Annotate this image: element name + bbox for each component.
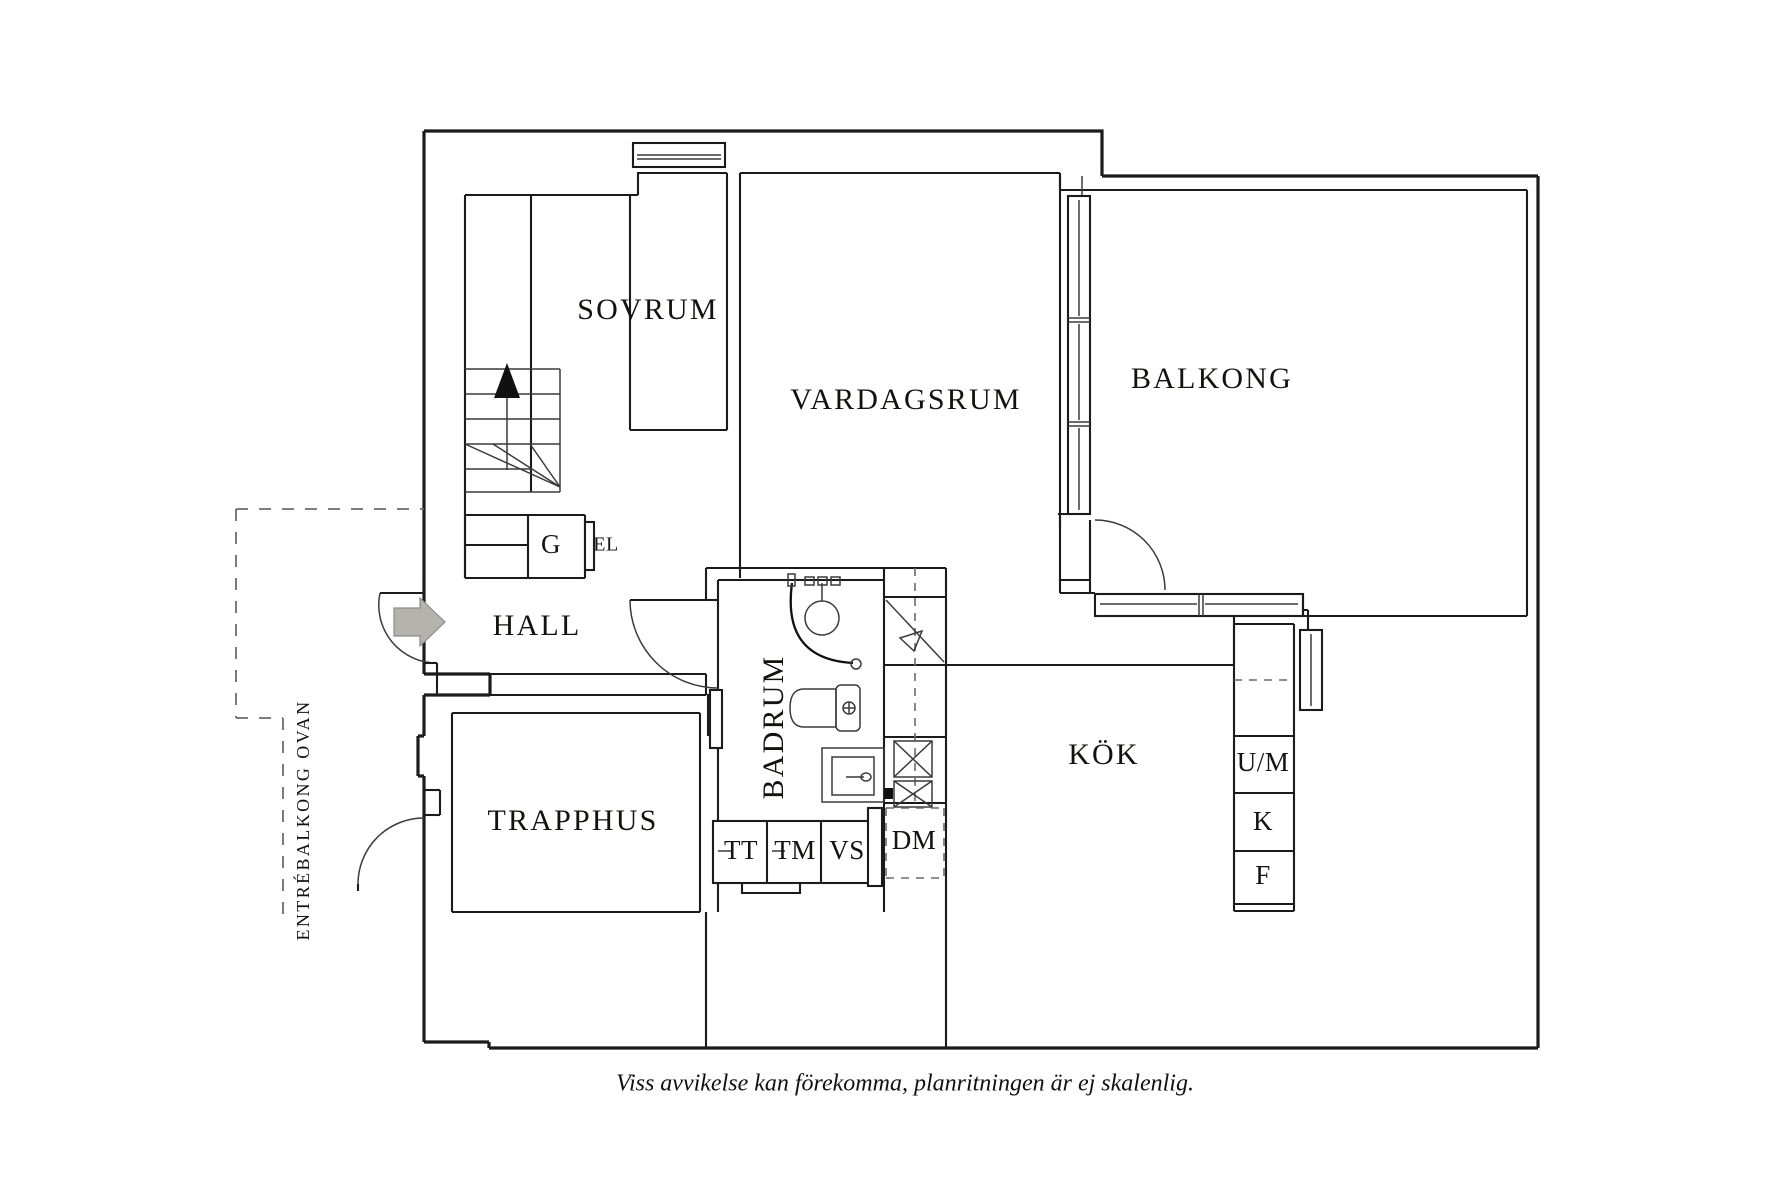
arrow-right-icon xyxy=(393,596,446,648)
staircase xyxy=(464,363,561,493)
room-kok-walls xyxy=(946,608,1324,913)
appliance-label-tm: TM xyxy=(774,835,816,865)
room-label-kok: KÖK xyxy=(1068,738,1140,771)
entry-door-swing xyxy=(377,592,438,664)
room-label-balkong: BALKONG xyxy=(1131,362,1293,395)
shower-icon xyxy=(787,573,862,670)
appliance-label-k: K xyxy=(1253,806,1273,836)
bathroom-fixtures xyxy=(787,573,885,803)
up-arrow-icon xyxy=(494,363,520,398)
entry-door xyxy=(377,578,446,665)
closet-and-electrical xyxy=(463,513,596,580)
entry-balcony-dashed-outline xyxy=(235,508,424,925)
disclaimer-caption: Viss avvikelse kan förekomma, planritnin… xyxy=(616,1071,1194,1097)
stove-burner-icon xyxy=(884,740,933,808)
window-sovrum-top xyxy=(631,141,727,169)
hall-trapphus-walls xyxy=(356,663,721,914)
room-sovrum-walls xyxy=(463,171,1062,582)
toilet-icon xyxy=(789,684,861,732)
room-label-sovrum: SOVRUM xyxy=(577,293,719,326)
room-label-hall: HALL xyxy=(493,609,582,642)
outer-walls xyxy=(416,129,1540,1050)
appliance-label-um: U/M xyxy=(1237,747,1290,777)
balcony-door-swing xyxy=(1094,519,1166,591)
badrum-door-swing xyxy=(629,599,719,689)
closet-label: G xyxy=(541,529,561,559)
sink-icon xyxy=(821,747,885,803)
kitchen-left-column xyxy=(884,566,948,1048)
laundry-side-panel xyxy=(866,806,884,888)
trapphus-door-swing xyxy=(357,817,425,885)
room-label-vardagsrum: VARDAGSRUM xyxy=(790,383,1022,416)
laundry-appliance-row xyxy=(711,806,884,895)
electrical-panel-box xyxy=(583,520,596,572)
room-label-trapphus: TRAPPHUS xyxy=(488,804,659,837)
entry-balcony-label: ENTRÉBALKONG OVAN xyxy=(292,700,313,941)
appliance-label-dm: DM xyxy=(892,825,937,855)
balcony-structure xyxy=(1058,176,1529,618)
room-label-badrum: BADRUM xyxy=(757,655,790,800)
dishwasher-box xyxy=(885,807,945,879)
appliance-label-vs: VS xyxy=(829,835,865,865)
badrum-door-jamb xyxy=(708,688,724,750)
room-badrum-walls xyxy=(629,566,886,1048)
electrical-label: EL xyxy=(593,534,618,556)
appliance-label-tt: TT xyxy=(724,835,758,865)
appliance-label-f: F xyxy=(1255,860,1271,890)
